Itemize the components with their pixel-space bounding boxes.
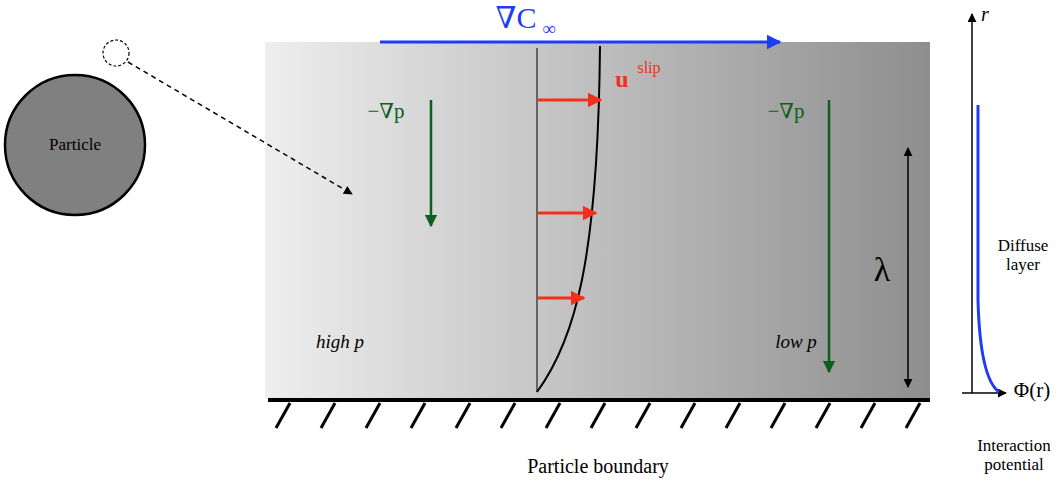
- r-axis: [971, 14, 973, 393]
- hatch-stroke: [546, 403, 560, 428]
- pressure-label: −∇p: [367, 100, 404, 123]
- velocity-arrow: [538, 212, 596, 215]
- zoom-arrow: [128, 62, 352, 194]
- caption-note: Interaction potential: [970, 437, 1058, 474]
- pressure-arrow: [828, 100, 831, 372]
- gradient-arrow: [380, 41, 780, 44]
- hatch-stroke: [681, 403, 695, 428]
- pressure-note: high p: [316, 332, 364, 353]
- hatch-stroke: [501, 403, 515, 428]
- axis-label: r: [981, 3, 989, 25]
- pressure-arrow: [430, 100, 433, 226]
- velocity-arrow: [538, 99, 601, 102]
- hatch-stroke: [366, 403, 380, 428]
- hatch-stroke: [906, 403, 920, 428]
- hatch-stroke: [726, 403, 740, 428]
- wall-hatching: [276, 403, 920, 428]
- pressure-note: low p: [775, 332, 817, 353]
- gradient-subscript: ∞: [542, 19, 556, 40]
- hatch-stroke: [321, 403, 335, 428]
- hatch-stroke: [591, 403, 605, 428]
- hatch-stroke: [636, 403, 650, 428]
- velocity-superscript: slip: [637, 59, 660, 77]
- axis-label: Φ(r): [1014, 379, 1050, 402]
- gradient-label: ∇C: [496, 1, 537, 34]
- node-label: Particle: [49, 135, 101, 155]
- zoom-circle: [103, 40, 129, 66]
- hatch-stroke: [816, 403, 830, 428]
- velocity-label: u: [615, 66, 628, 92]
- phi-axis: [962, 392, 1006, 394]
- velocity-arrow: [538, 297, 584, 300]
- hatch-stroke: [456, 403, 470, 428]
- particle-shape: [5, 75, 145, 215]
- potential-curve: [978, 105, 999, 392]
- hatch-stroke: [861, 403, 875, 428]
- wall-line: [268, 398, 930, 402]
- pressure-label: −∇p: [767, 100, 804, 123]
- length-arrow: [907, 148, 909, 387]
- profile-axis: [537, 48, 538, 392]
- hatch-stroke: [411, 403, 425, 428]
- region-label: Diffuse layer: [988, 237, 1058, 274]
- hatch-stroke: [276, 403, 290, 428]
- boundary-label: Particle boundary: [527, 455, 669, 477]
- hatch-stroke: [771, 403, 785, 428]
- velocity-profile: [537, 46, 600, 392]
- fluid-panel: [265, 42, 930, 398]
- length-label: λ: [874, 251, 891, 288]
- particle-circle: Particle: [3, 73, 147, 217]
